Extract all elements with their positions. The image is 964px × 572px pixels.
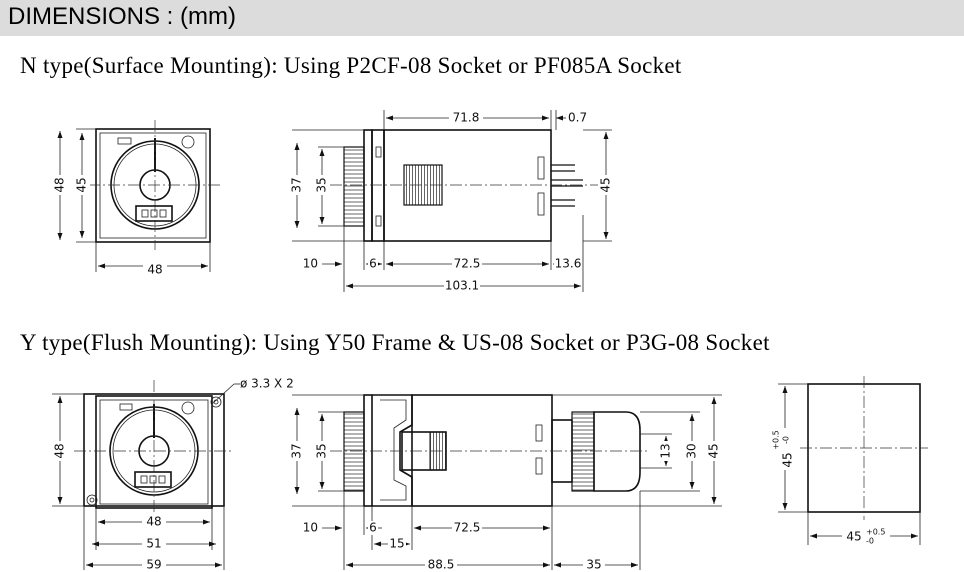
n-side-dim-6-label: 6 bbox=[369, 257, 377, 271]
page-title: DIMENSIONS : (mm) bbox=[8, 3, 236, 30]
y-front-view: ø 3.3 X 2 48 48 51 59 bbox=[52, 377, 294, 572]
y-side-view: 37 35 13 30 45 10 6 72.5 15 bbox=[289, 394, 722, 572]
y-side-height-37-label: 37 bbox=[290, 443, 304, 458]
n-front-height-label: 48 bbox=[53, 177, 67, 192]
y-side-dim-15-label: 15 bbox=[389, 537, 404, 551]
y-side-height-35-label: 35 bbox=[315, 443, 329, 458]
n-indicator-window bbox=[117, 137, 132, 145]
y-side-dim-6-label: 6 bbox=[369, 521, 377, 535]
cutout-height-tol-lower: -0 bbox=[782, 436, 791, 444]
cutout-width-tol-upper: +0.5 bbox=[866, 528, 885, 537]
y-mount-hole-bottom bbox=[86, 494, 98, 506]
n-side-dim-13-6-label: 13.6 bbox=[555, 257, 582, 271]
n-switch-1 bbox=[141, 209, 149, 218]
y-side-dim-35-label: 35 bbox=[586, 558, 601, 572]
y-side-dim-88-5-label: 88.5 bbox=[428, 558, 455, 572]
n-side-dim-10-label: 10 bbox=[303, 257, 318, 271]
n-side-total-label: 103.1 bbox=[445, 279, 479, 293]
y-front-width-59-label: 59 bbox=[146, 558, 161, 572]
y-front-width-51-label: 51 bbox=[146, 537, 161, 551]
n-front-view: 48 45 48 bbox=[52, 120, 220, 277]
n-side-height-35-label: 35 bbox=[315, 177, 329, 192]
n-switch-3 bbox=[159, 209, 167, 218]
n-led-circle bbox=[181, 135, 195, 149]
y-side-height-30-label: 30 bbox=[685, 443, 699, 458]
cutout-width-tol-lower: -0 bbox=[866, 537, 874, 546]
n-front-bezel bbox=[99, 132, 207, 239]
cutout-height-label: 45 bbox=[781, 452, 795, 467]
y-side-dim-72-5-label: 72.5 bbox=[454, 521, 481, 535]
cutout-width-label: 45 bbox=[846, 530, 861, 544]
n-side-offset-label: 0.7 bbox=[568, 111, 587, 125]
n-side-length-label: 71.8 bbox=[453, 111, 480, 125]
y-front-height-label: 48 bbox=[53, 443, 67, 458]
y-side-knob bbox=[343, 411, 365, 492]
n-side-view: 71.8 0.7 37 35 45 10 6 72.5 bbox=[289, 110, 614, 293]
y-type-title: Y type(Flush Mounting): Using Y50 Frame … bbox=[20, 330, 770, 355]
n-side-dim-72-5-label: 72.5 bbox=[454, 257, 481, 271]
cutout-height-tol-upper: +0.5 bbox=[772, 430, 781, 449]
n-front-inner-height-label: 45 bbox=[75, 177, 89, 192]
n-side-bezel bbox=[363, 129, 373, 242]
n-side-height-45-label: 45 bbox=[599, 177, 613, 192]
y-side-height-45-label: 45 bbox=[707, 443, 721, 458]
y-mount-hole-top bbox=[210, 396, 222, 408]
n-front-width-label: 48 bbox=[147, 263, 162, 277]
n-side-knob bbox=[343, 146, 365, 227]
n-front-body bbox=[95, 128, 211, 243]
y-panel-cutout: 45 +0.5 -0 45 +0.5 -0 bbox=[772, 376, 928, 546]
y-side-socket-grip bbox=[571, 411, 595, 492]
y-side-socket-cap bbox=[593, 411, 641, 492]
y-side-height-13-label: 13 bbox=[659, 443, 673, 458]
n-switch-block bbox=[135, 205, 173, 222]
y-hole-note: ø 3.3 X 2 bbox=[240, 377, 294, 391]
y-front-width-48-label: 48 bbox=[146, 515, 161, 529]
n-type-title: N type(Surface Mounting): Using P2CF-08 … bbox=[20, 53, 682, 78]
header-band: DIMENSIONS : (mm) bbox=[0, 0, 964, 36]
y-side-dim-10-label: 10 bbox=[303, 521, 318, 535]
n-side-height-37-label: 37 bbox=[290, 177, 304, 192]
y-switch-block bbox=[134, 471, 172, 488]
n-switch-2 bbox=[150, 209, 158, 218]
